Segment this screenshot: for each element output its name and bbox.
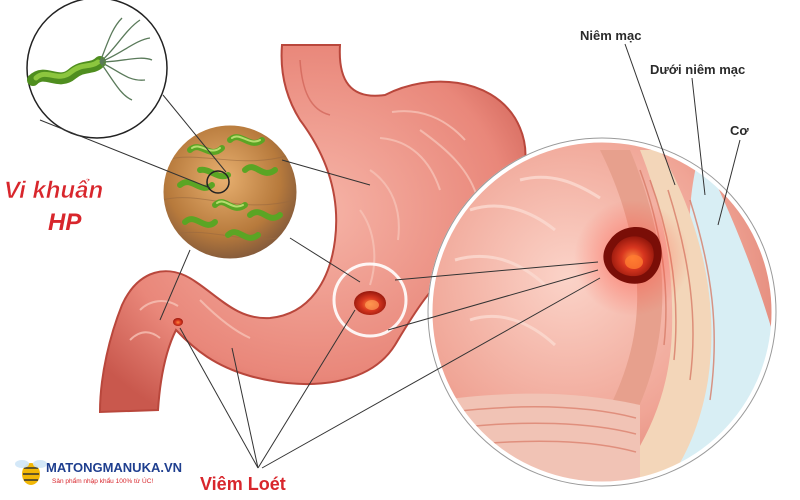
stomach-body — [98, 44, 527, 414]
bacterium-closeup-circle — [26, 0, 168, 139]
logo-tagline: Sản phẩm nhập khẩu 100% từ ÚC! — [52, 476, 153, 485]
ulcer-crater — [603, 226, 662, 284]
zoom-connector-lines — [387, 261, 599, 331]
label-ulcer: Viêm Loét — [200, 474, 286, 494]
ulcer-pointer-lines — [179, 277, 601, 469]
stomach-ulcer — [332, 262, 408, 338]
submucosa-layer — [610, 150, 712, 484]
label-muscle: Cơ — [730, 123, 749, 138]
gastric-folds — [129, 110, 479, 341]
bee-icon — [15, 460, 47, 485]
label-bacteria-line1: Vi khuẩn — [4, 177, 103, 204]
brand-logo: MATONGMANUKA.VN Sản phẩm nhập khẩu 100% … — [15, 460, 182, 485]
cutaway-wall — [440, 393, 640, 484]
hp-bacterium — [27, 17, 153, 101]
bacteria-micro-circle — [160, 122, 300, 262]
micro-connector-lines — [39, 94, 371, 321]
label-mucosa: Niêm mạc — [580, 28, 641, 43]
label-submucosa: Dưới niêm mạc — [650, 62, 745, 77]
label-bacteria-line2: HP — [48, 209, 82, 236]
logo-name: MATONGMANUKA.VN — [46, 460, 182, 475]
stomach — [98, 44, 527, 414]
duodenal-ulcer — [173, 318, 183, 326]
layer-pointer-lines — [624, 43, 741, 226]
tissue-zoom-circle — [427, 137, 777, 487]
stomach-outer-rim — [299, 59, 331, 116]
